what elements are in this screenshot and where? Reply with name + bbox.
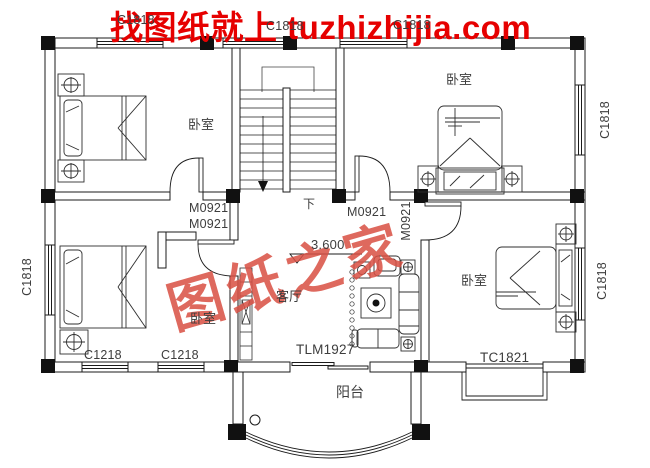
window-bottom-2-icon xyxy=(157,361,205,373)
window-top-left-icon xyxy=(96,37,164,49)
label-stair-down: 下 xyxy=(303,197,316,211)
bay-window-icon xyxy=(461,363,548,401)
structural-columns xyxy=(41,36,584,373)
label-bedroom-top-left: 卧室 xyxy=(188,117,215,132)
label-bedroom-bottom-left: 卧室 xyxy=(190,311,217,326)
door-bedroom-bottom-left-icon xyxy=(197,239,235,277)
end-table-bottom-icon xyxy=(400,336,416,352)
label-window-top-left: C1818 xyxy=(117,13,155,27)
balcony-railing-arc xyxy=(245,431,413,459)
window-top-right-icon xyxy=(339,37,408,49)
label-window-bottom-1: C1218 xyxy=(84,348,122,362)
corner-sofa-icon xyxy=(398,273,420,335)
bed-top-left xyxy=(57,73,147,183)
label-window-right-top: C1818 xyxy=(597,101,612,139)
label-window-left: C1818 xyxy=(19,258,34,296)
door-bedroom-bottom-right-icon xyxy=(424,201,462,241)
tv-cabinet xyxy=(239,267,253,361)
label-door-hall-2: M0921 xyxy=(189,217,229,231)
label-window-top-right: C1818 xyxy=(393,18,431,32)
bed-bottom-right xyxy=(495,223,577,333)
window-left-icon xyxy=(44,244,56,316)
watermark-top: 找图纸就上 tuzhizhijia.com xyxy=(110,9,532,46)
label-door-hall-1: M0921 xyxy=(189,201,229,215)
loveseat-icon xyxy=(351,328,400,349)
label-floor-level: 3.600 xyxy=(311,237,345,252)
label-bedroom-bottom-right: 卧室 xyxy=(461,273,488,288)
door-bedroom-top-right-icon xyxy=(354,155,391,193)
label-living-room: 客厅 xyxy=(276,289,303,304)
window-top-middle-icon xyxy=(222,37,288,49)
interior-walls xyxy=(44,47,586,363)
label-balcony: 阳台 xyxy=(336,384,364,400)
label-door-bedroom-top-right: M0921 xyxy=(347,205,387,219)
window-symbols xyxy=(44,37,586,373)
balcony-sliding-door-icon xyxy=(291,362,369,370)
bed-top-right xyxy=(417,105,523,195)
window-right-bottom-icon xyxy=(574,247,586,321)
end-table-top-icon xyxy=(400,259,416,275)
sofa-set xyxy=(349,255,420,352)
coffee-table-icon xyxy=(360,287,392,319)
side-tray-icon xyxy=(353,261,371,279)
label-door-bedroom-bottom-right: M0921 xyxy=(398,201,413,241)
staircase xyxy=(240,66,336,193)
label-window-bottom-2: C1218 xyxy=(161,348,199,362)
door-bedroom-top-left-icon xyxy=(169,157,204,193)
door-symbols xyxy=(169,155,462,277)
armchair-icon xyxy=(373,255,401,277)
stair-down-arrow-icon xyxy=(258,116,268,192)
label-bedroom-top-right: 卧室 xyxy=(446,72,473,87)
level-mark-icon xyxy=(289,253,362,264)
drain-circle-icon xyxy=(249,414,261,426)
window-bottom-1-icon xyxy=(81,361,129,373)
label-balcony-door: TLM1927 xyxy=(296,342,355,357)
bed-bottom-left xyxy=(59,245,147,355)
window-right-top-icon xyxy=(574,84,586,156)
balcony-structure xyxy=(228,371,430,459)
label-window-right-bottom: C1818 xyxy=(594,262,609,300)
label-window-top-middle: C1818 xyxy=(266,19,304,33)
label-bay-window: TC1821 xyxy=(480,350,530,365)
